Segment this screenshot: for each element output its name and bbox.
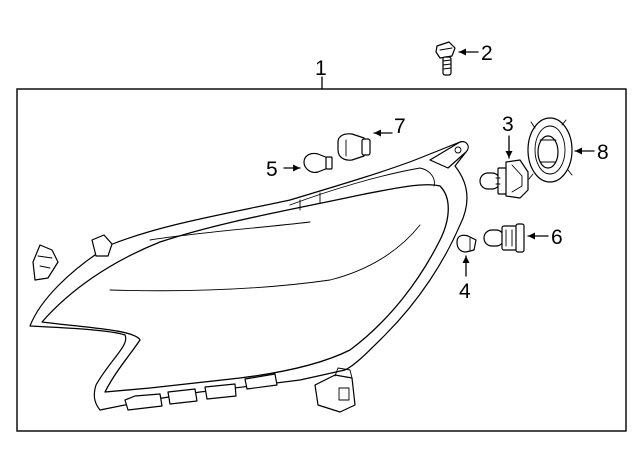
callout-7-label: 7: [394, 115, 406, 138]
callout-8[interactable]: 8: [574, 141, 609, 164]
callout-2[interactable]: 2: [458, 42, 493, 65]
callout-3-label: 3: [502, 113, 514, 136]
headlamp-housing[interactable]: [29, 141, 469, 413]
callout-2-label: 2: [481, 42, 493, 65]
part-6-socket-bulb[interactable]: [483, 223, 525, 253]
callout-6-label: 6: [551, 226, 563, 249]
callout-5[interactable]: 5: [266, 158, 301, 181]
callout-8-label: 8: [597, 141, 609, 164]
part-8-cap[interactable]: [527, 117, 573, 183]
callout-7[interactable]: 7: [373, 115, 406, 138]
part-7-socket[interactable]: [337, 133, 371, 161]
callout-4-label: 4: [459, 280, 471, 303]
callout-1-label: 1: [315, 57, 327, 80]
callout-6[interactable]: 6: [527, 226, 563, 249]
callout-3[interactable]: 3: [502, 113, 514, 159]
callout-5-label: 5: [266, 158, 278, 181]
callout-4[interactable]: 4: [459, 255, 471, 303]
part-4-bulb[interactable]: [456, 234, 477, 253]
part-2-bolt[interactable]: [435, 41, 456, 76]
part-5-bulb[interactable]: [303, 152, 333, 173]
part-3-bulb[interactable]: [479, 159, 529, 199]
callout-1[interactable]: 1: [315, 57, 327, 90]
